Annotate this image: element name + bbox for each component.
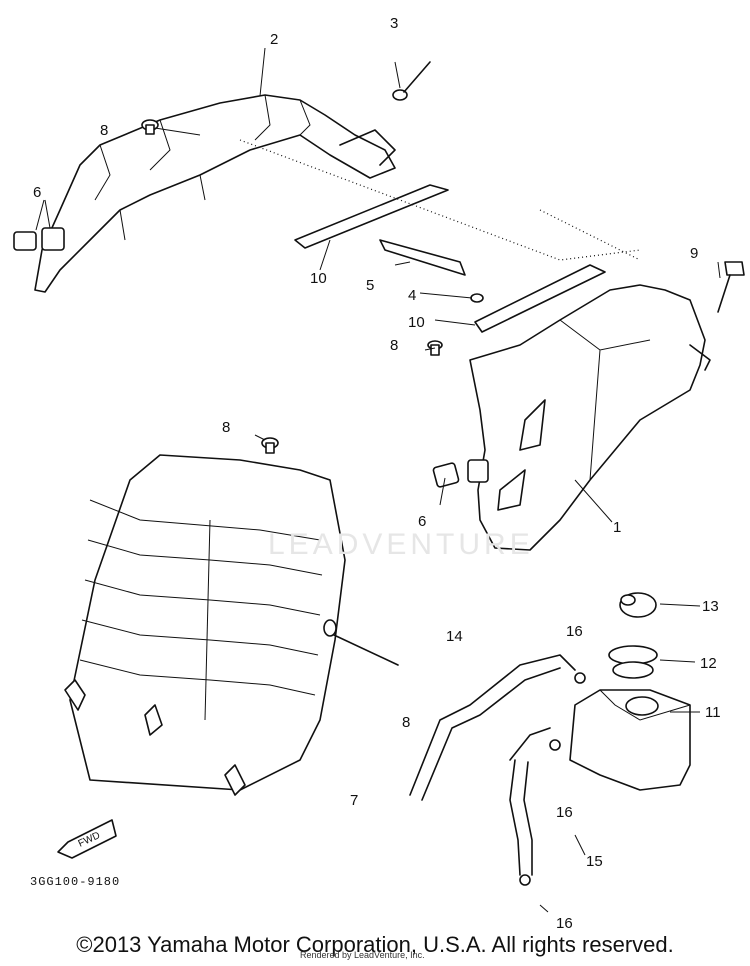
part-10-strip-right [474,264,606,333]
part-13-cap [619,592,657,618]
callout-5: 5 [366,277,374,294]
rendered-by-notice: Rendered by LeadVenture, Inc. [300,950,425,960]
part-8-bolt-right [427,340,443,356]
part-11-tank [569,689,691,791]
callout-15: 15 [586,853,603,870]
callout-16-bottom: 16 [556,915,573,932]
callout-9: 9 [690,245,698,262]
watermark: LEADVENTURE [268,528,534,561]
callout-6-right: 6 [418,513,426,530]
callout-4: 4 [408,287,416,304]
part-3-screw [392,61,431,101]
part-6-cushion-right [432,459,489,488]
callout-16-middle: 16 [556,804,573,821]
part-2-shroud [34,94,396,293]
callout-7: 7 [350,792,358,809]
diagram-part-code: 3GG100-9180 [30,875,121,889]
part-6-cushion-left [13,227,65,251]
callout-8-middle: 8 [222,419,230,436]
callout-6-left: 6 [33,184,41,201]
callout-8-top: 8 [100,122,108,139]
part-16-clips [519,672,586,886]
part-7-grille [64,454,346,796]
callout-2: 2 [270,31,278,48]
part-1-shroud [469,284,711,551]
part-5-pad [379,239,466,276]
part-15-hose [509,727,551,876]
part-10-strip-top [294,184,449,249]
callout-10-right: 10 [408,314,425,331]
callout-1: 1 [613,519,621,536]
part-12-seal [608,645,658,679]
part-9-screw [717,261,745,313]
leader-lines [35,47,721,913]
callout-3: 3 [390,15,398,32]
callout-14: 14 [446,628,463,645]
copyright-notice: ©2013 Yamaha Motor Corporation, U.S.A. A… [76,932,674,957]
part-8-bolt-middle [261,437,279,454]
callout-8-right: 8 [390,337,398,354]
callout-8-bottom: 8 [402,714,410,731]
part-4-clip [470,293,484,303]
callout-12: 12 [700,655,717,672]
callout-16-top: 16 [566,623,583,640]
part-14-hose [409,654,576,801]
part-8-bolt-top [141,119,159,135]
callout-11: 11 [705,704,721,721]
fwd-arrow: FWD [57,819,117,859]
grille-bolt [323,619,399,666]
callout-13: 13 [702,598,719,615]
callout-10-left: 10 [310,270,327,287]
